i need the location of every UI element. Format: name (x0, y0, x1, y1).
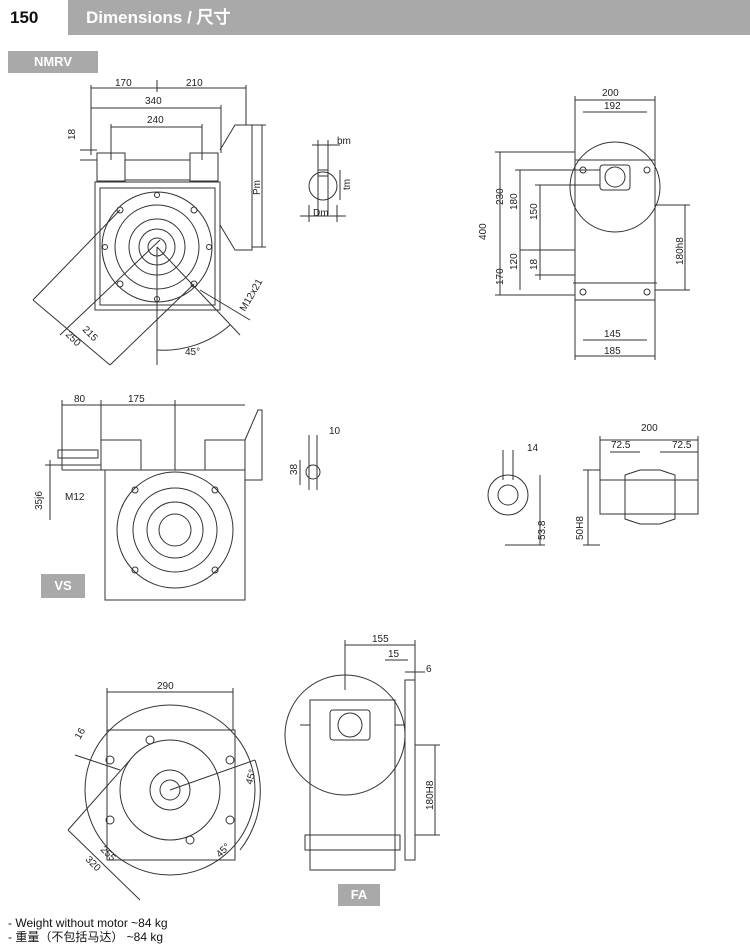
dim-text: 72.5 (672, 440, 692, 451)
dim-text: 16 (73, 726, 88, 742)
page-title: Dimensions / 尺寸 (68, 0, 750, 35)
weight-note-en: - Weight without motor ~84 kg (8, 916, 168, 930)
dim-text: 230 (495, 188, 506, 205)
page-number: 150 (0, 0, 62, 35)
nmrv-side-view (495, 96, 690, 360)
dim-text: 210 (186, 78, 203, 89)
dim-text: 38 (289, 463, 300, 475)
dim-text: tm (342, 179, 353, 190)
vs-front-view (45, 400, 321, 601)
dim-text: 200 (602, 88, 619, 99)
dim-text: 150 (529, 203, 540, 220)
nmrv-label: NMRV (8, 51, 98, 73)
dim-text: 35j6 (34, 491, 45, 510)
dim-text: 45° (185, 347, 200, 358)
dim-text: 175 (128, 394, 145, 405)
dim-text: 340 (145, 96, 162, 107)
vs-label: VS (41, 574, 85, 598)
dim-text: 145 (604, 329, 621, 340)
dim-text: 290 (157, 681, 174, 692)
dim-text: 200 (641, 423, 658, 434)
dim-text: 250 (63, 329, 83, 349)
dim-text: 215 (80, 324, 100, 344)
dim-text: 180H8 (425, 780, 436, 810)
dim-text: 170 (115, 78, 132, 89)
dim-text: 192 (604, 101, 621, 112)
weight-note-cn: - 重量（不包括马达） ~84 kg (8, 930, 164, 944)
header-separator (62, 0, 68, 35)
dim-text: 400 (478, 223, 489, 240)
dim-text: 18 (529, 258, 540, 270)
dim-text: 10 (329, 426, 341, 437)
fa-side-view (284, 640, 440, 871)
dim-text: M12 (65, 492, 85, 503)
dim-text: 185 (604, 346, 621, 357)
dim-text: 50H8 (575, 516, 586, 540)
weight-note: - Weight without motor ~84 kg - 重量（不包括马达… (8, 916, 168, 944)
dim-text: 14 (527, 443, 539, 454)
dim-text: 18 (67, 128, 78, 140)
fa-label: FA (338, 884, 380, 906)
dim-text: 15 (388, 649, 400, 660)
dim-text: 120 (509, 253, 520, 270)
keyway-detail (300, 140, 346, 222)
hollow-shaft-detail (487, 436, 699, 546)
dim-text: 240 (147, 115, 164, 126)
dim-text: 320 (83, 854, 103, 874)
dim-text: Pm (252, 180, 263, 195)
dim-text: bm (337, 136, 351, 147)
dim-text: M12x21 (238, 277, 266, 314)
nmrv-front-view (32, 80, 266, 366)
dim-text: 6 (426, 664, 432, 675)
dim-text: 180h8 (675, 237, 686, 265)
dim-text: 255 (98, 844, 118, 864)
dim-text: 170 (495, 268, 506, 285)
dim-text: 72.5 (611, 440, 631, 451)
dim-text: 180 (509, 193, 520, 210)
dim-text: 155 (372, 634, 389, 645)
dim-text: 80 (74, 394, 86, 405)
dim-text: 45° (214, 842, 232, 860)
flange-view (67, 688, 261, 901)
dim-text: 53.8 (537, 520, 548, 540)
dim-text: 45° (244, 768, 259, 785)
dim-text: Dm (313, 208, 329, 219)
